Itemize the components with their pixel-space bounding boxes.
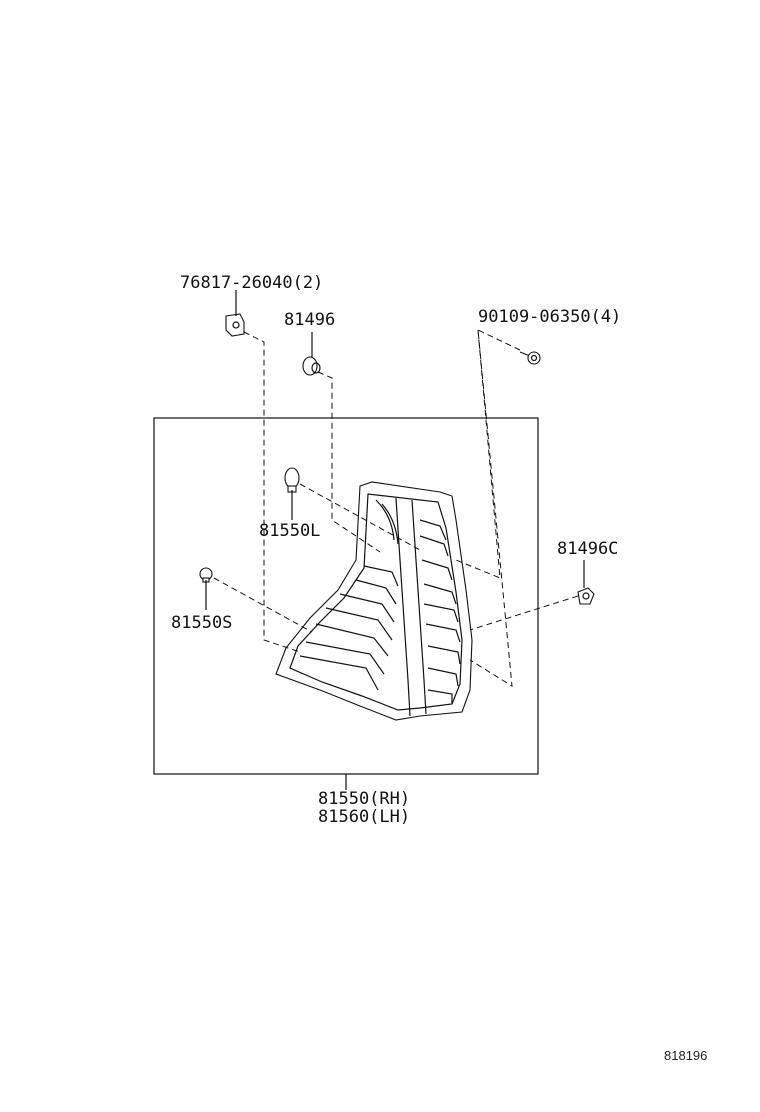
callout-bulb-small: 81550S: [171, 613, 232, 633]
tail-lamp-housing: [275, 481, 473, 721]
screw-icon: [519, 351, 541, 365]
socket-icon: [302, 356, 321, 376]
callout-bulb-large: 81550L: [259, 521, 320, 541]
callout-screw: 90109-06350(4): [478, 307, 621, 327]
large-bulb-icon: [284, 467, 300, 493]
socket-c-icon: [577, 587, 595, 605]
guide-lines: [213, 329, 579, 687]
retainer-clip-icon: [225, 313, 245, 337]
small-bulb-icon: [199, 567, 213, 583]
callout-socket: 81496: [284, 310, 335, 330]
callout-socket-c: 81496C: [557, 539, 618, 559]
callout-assembly-rh: 81550(RH): [318, 789, 410, 809]
callout-retainer: 76817-26040(2): [180, 273, 323, 293]
callout-assembly-lh: 81560(LH): [318, 807, 410, 827]
figure-reference: 818196: [664, 1048, 707, 1063]
